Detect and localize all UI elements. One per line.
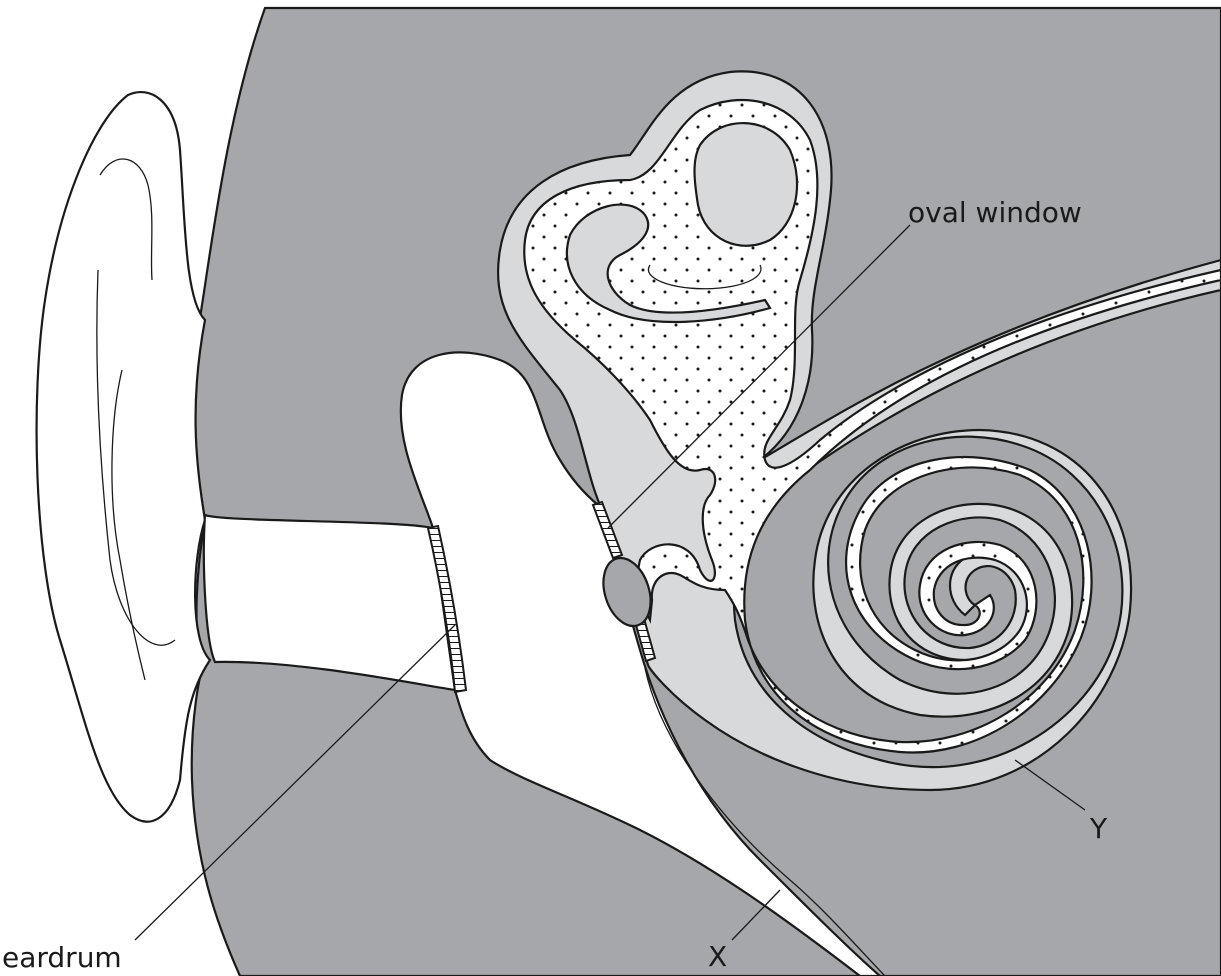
y-label: Y bbox=[1089, 812, 1108, 845]
x-label: X bbox=[708, 940, 727, 973]
eardrum-label: eardrum bbox=[2, 941, 122, 974]
oval-window-label: oval window bbox=[908, 196, 1082, 229]
pinna bbox=[37, 92, 210, 822]
utricle bbox=[695, 123, 798, 246]
